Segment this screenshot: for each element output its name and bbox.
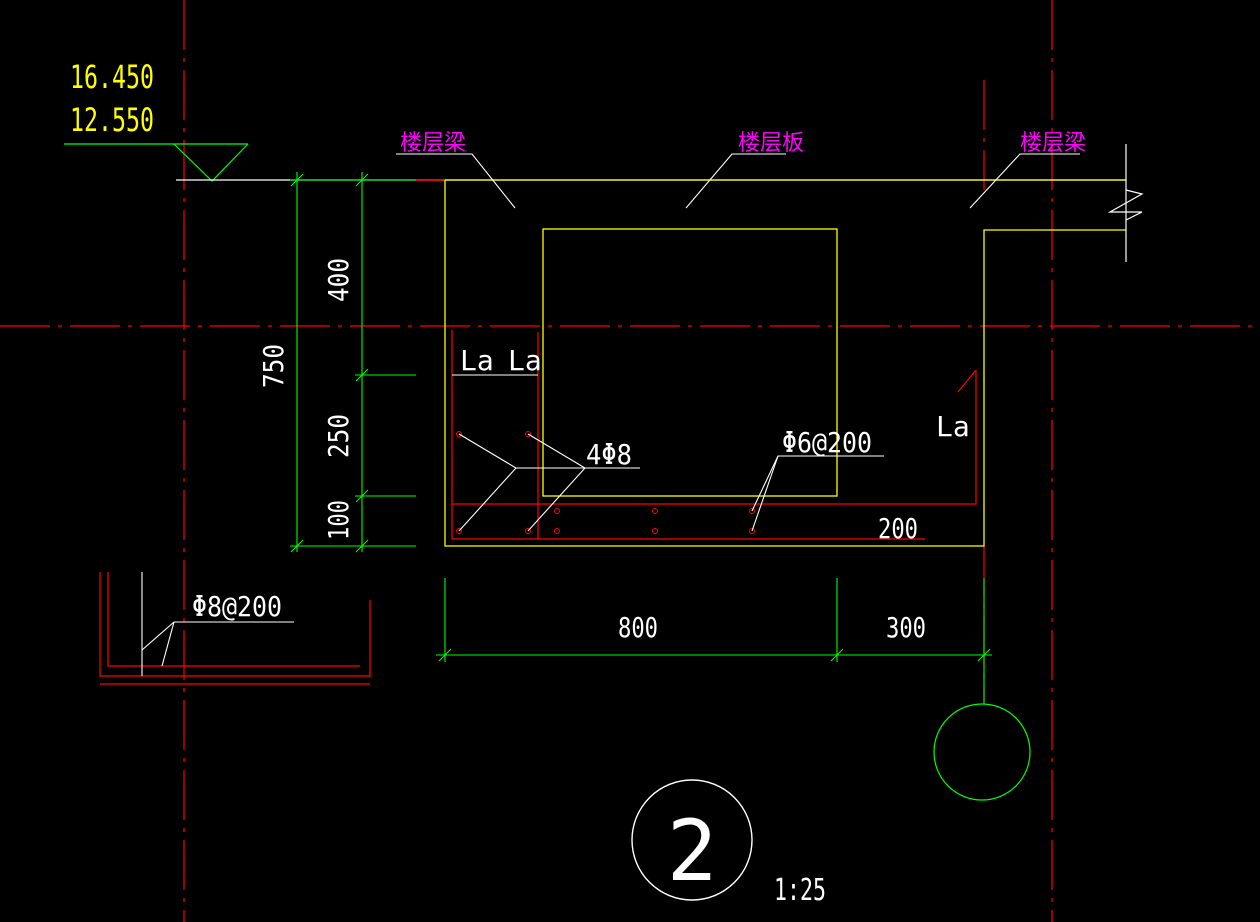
- horizontal-dimensions: [436, 578, 992, 704]
- label-beam-left: 楼层梁: [400, 131, 466, 156]
- label-anchor-1: La: [460, 344, 494, 377]
- stirrup-rebar: [452, 370, 977, 505]
- leader-beam-left: [396, 153, 516, 209]
- label-stirrups: Φ6@200: [782, 426, 872, 459]
- bottom-rebar: [451, 330, 925, 540]
- opening-rectangle: [542, 228, 838, 497]
- sub-detail-rebar: [107, 572, 360, 667]
- detail-number-bubble: [631, 779, 753, 901]
- axis-bubble-icon: [933, 703, 1031, 801]
- label-anchor-2: La: [508, 344, 542, 377]
- label-anchor-3: La: [936, 410, 970, 443]
- detail-number: 2: [667, 802, 718, 900]
- leader-slab: [685, 153, 786, 209]
- leader-beam-right: [969, 153, 1080, 209]
- label-detail-bars: Φ8@200: [192, 590, 282, 623]
- leader-stirrups: [751, 455, 884, 512]
- structure-outline: [444, 179, 1126, 547]
- dim-400: 400: [322, 258, 355, 302]
- elevation-marker: 16.450 12.550: [64, 58, 249, 182]
- sub-detail: [99, 572, 371, 685]
- elevation-bottom-text: 12.550: [70, 101, 154, 139]
- leader-main-bars-2: [527, 433, 586, 532]
- dim-750: 750: [257, 344, 290, 388]
- dim-100: 100: [322, 500, 355, 540]
- label-main-bars: 4Φ8: [586, 438, 632, 471]
- elevation-triangle-icon: [173, 143, 249, 182]
- la-right-leader: [957, 369, 977, 393]
- beam-outline: [444, 180, 1126, 547]
- vertical-dimensions: [290, 172, 416, 553]
- rebar-lines: [451, 330, 977, 540]
- label-leaders: [396, 153, 1080, 532]
- label-slab: 楼层板: [738, 131, 804, 156]
- dim-250: 250: [322, 414, 355, 458]
- label-beam-right: 楼层梁: [1020, 131, 1086, 156]
- dim-300: 300: [886, 611, 926, 644]
- break-line-icon: [1107, 144, 1144, 262]
- elevation-top-text: 16.450: [70, 58, 154, 96]
- detail-scale: 1:25: [774, 873, 826, 908]
- leader-detail-bars: [141, 621, 294, 651]
- dim-800: 800: [618, 611, 658, 644]
- sub-detail-outline: [99, 572, 371, 677]
- rebar-dots: [456, 431, 755, 534]
- label-dim-200: 200: [878, 512, 918, 545]
- leader-main-bars: [458, 433, 517, 532]
